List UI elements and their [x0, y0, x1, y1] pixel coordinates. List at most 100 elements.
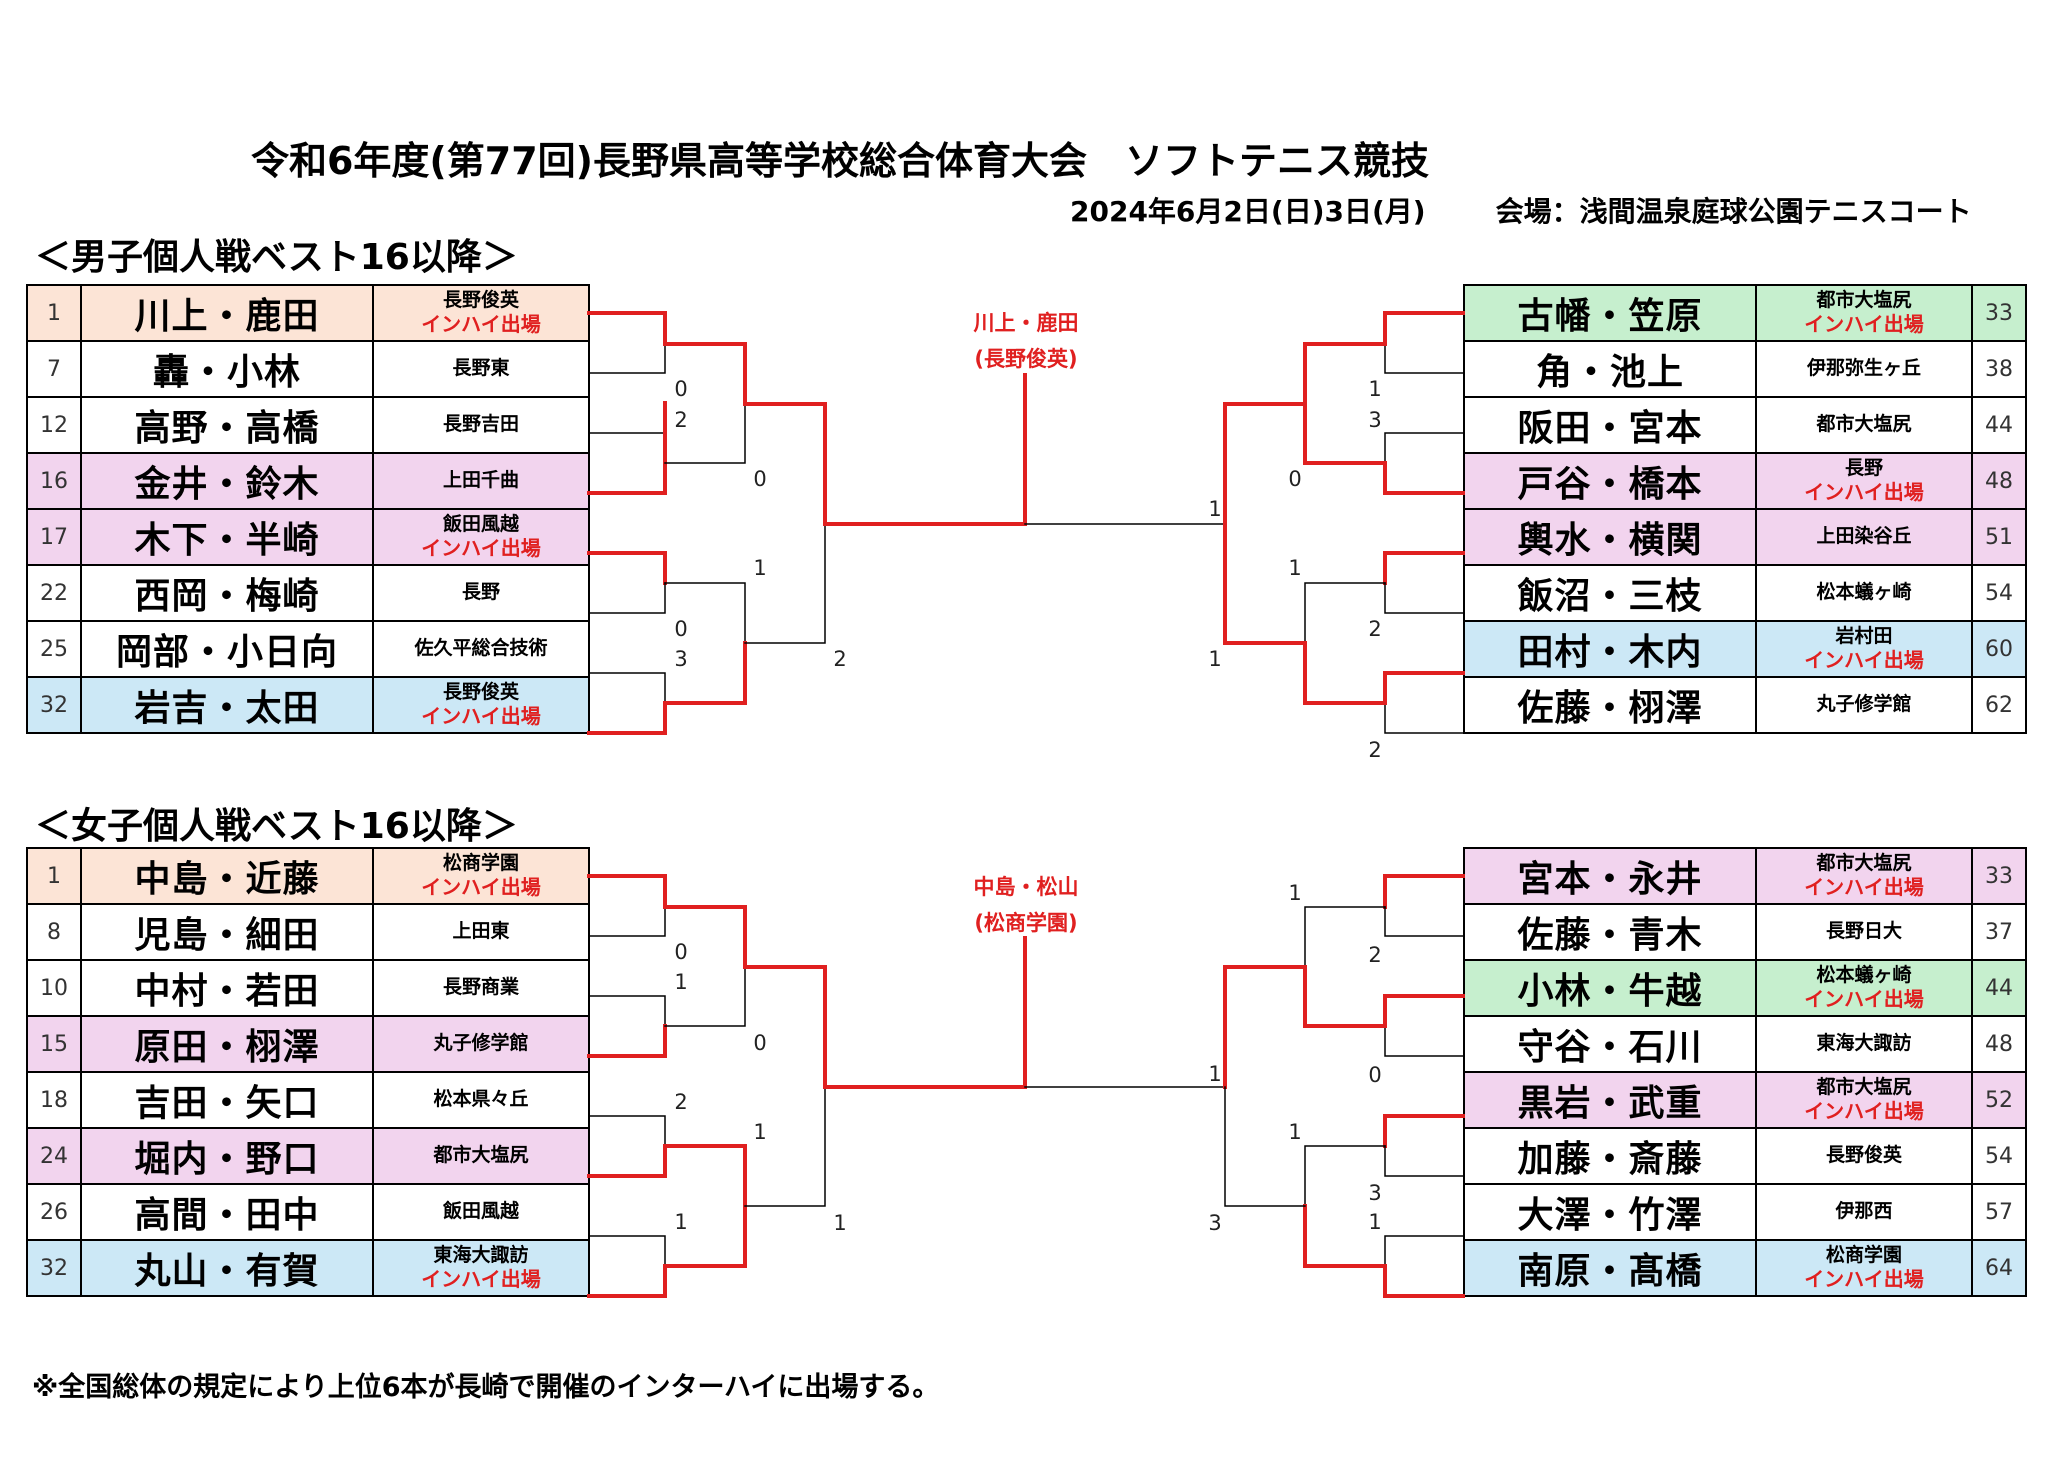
women-right-bracket [1024, 874, 1465, 1298]
school-name: 上田東 [452, 920, 510, 943]
score: 1 [1288, 556, 1301, 580]
score: 3 [1208, 1211, 1221, 1235]
score: 3 [1368, 408, 1381, 432]
school-name: 飯田風越 [442, 512, 519, 535]
school-cell: 飯田風越 [372, 1183, 590, 1241]
pair-name: 吉田・矢口 [80, 1071, 374, 1129]
school-cell: 佐久平総合技術 [372, 620, 590, 678]
men-section-title: ＜男子個人戦ベスト16以降＞ [35, 237, 518, 278]
pair-name: 原田・栩澤 [80, 1015, 374, 1073]
school-name: 上田千曲 [442, 469, 519, 492]
pair-name: 岩吉・太田 [80, 676, 374, 734]
school-cell: 長野東 [372, 340, 590, 398]
school-cell: 松本蟻ヶ崎インハイ出場 [1755, 959, 1973, 1017]
footnote: ※全国総体の規定により上位6本が長崎で開催のインターハイに出場する。 [32, 1372, 940, 1403]
school-name: 長野 [461, 581, 500, 604]
school-cell: 長野吉田 [372, 396, 590, 454]
school-name: 飯田風越 [442, 1200, 519, 1223]
interhigh-badge: インハイ出場 [1804, 875, 1924, 900]
school-cell: 長野 [372, 564, 590, 622]
school-cell: 長野俊英 [1755, 1127, 1973, 1185]
school-cell: 上田東 [372, 903, 590, 961]
score: 1 [1208, 647, 1221, 671]
score: 1 [1368, 377, 1381, 401]
seed-number: 48 [1971, 452, 2027, 510]
school-name: 伊那弥生ヶ丘 [1806, 357, 1921, 380]
pair-name: 岡部・小日向 [80, 620, 374, 678]
seed-number: 54 [1971, 564, 2027, 622]
pair-name: 大澤・竹澤 [1463, 1183, 1757, 1241]
women-section-title: ＜女子個人戦ベスト16以降＞ [35, 806, 518, 847]
pair-name: 児島・細田 [80, 903, 374, 961]
score: 1 [753, 556, 766, 580]
seed-number: 24 [26, 1127, 82, 1185]
school-name: 丸子修学館 [433, 1032, 529, 1055]
seed-number: 44 [1971, 959, 2027, 1017]
pair-name: 守谷・石川 [1463, 1015, 1757, 1073]
school-cell: 都市大塩尻インハイ出場 [1755, 1071, 1973, 1129]
seed-number: 52 [1971, 1071, 2027, 1129]
seed-number: 54 [1971, 1127, 2027, 1185]
score: 1 [1208, 497, 1221, 521]
score: 2 [833, 647, 846, 671]
score: 1 [1368, 1210, 1381, 1234]
school-name: 松本蟻ヶ崎 [1816, 581, 1912, 604]
seed-number: 12 [26, 396, 82, 454]
score: 3 [674, 647, 687, 671]
pair-name: 丸山・有賀 [80, 1239, 374, 1297]
pair-name: 南原・髙橋 [1463, 1239, 1757, 1297]
school-cell: 長野インハイ出場 [1755, 452, 1973, 510]
interhigh-badge: インハイ出場 [421, 875, 541, 900]
seed-number: 18 [26, 1071, 82, 1129]
score: 0 [1288, 467, 1301, 491]
pair-name: 古幡・笠原 [1463, 284, 1757, 342]
seed-number: 8 [26, 903, 82, 961]
score: 1 [833, 1211, 846, 1235]
pair-name: 木下・半崎 [80, 508, 374, 566]
interhigh-badge: インハイ出場 [421, 1267, 541, 1292]
score: 1 [1208, 1062, 1221, 1086]
school-cell: 松商学園インハイ出場 [372, 847, 590, 905]
pair-name: 阪田・宮本 [1463, 396, 1757, 454]
school-name: 岩村田 [1835, 624, 1893, 647]
school-cell: 東海大諏訪 [1755, 1015, 1973, 1073]
seed-number: 62 [1971, 676, 2027, 734]
seed-number: 22 [26, 564, 82, 622]
seed-number: 64 [1971, 1239, 2027, 1297]
seed-number: 10 [26, 959, 82, 1017]
women-left-bracket [587, 874, 1027, 1298]
school-cell: 松商学園インハイ出場 [1755, 1239, 1973, 1297]
interhigh-badge: インハイ出場 [1804, 987, 1924, 1012]
pair-name: 堀内・野口 [80, 1127, 374, 1185]
school-cell: 岩村田インハイ出場 [1755, 620, 1973, 678]
pair-name: 高野・高橋 [80, 396, 374, 454]
school-name: 都市大塩尻 [1816, 851, 1912, 874]
seed-number: 16 [26, 452, 82, 510]
interhigh-badge: インハイ出場 [1804, 480, 1924, 505]
seed-number: 37 [1971, 903, 2027, 961]
seed-number: 57 [1971, 1183, 2027, 1241]
school-name: 都市大塩尻 [1816, 288, 1912, 311]
pair-name: 佐藤・青木 [1463, 903, 1757, 961]
seed-number: 26 [26, 1183, 82, 1241]
school-name: 松本蟻ヶ崎 [1816, 963, 1912, 986]
men-champion-school: (長野俊英) [974, 347, 1078, 371]
school-cell: 松本蟻ヶ崎 [1755, 564, 1973, 622]
score: 0 [674, 377, 687, 401]
school-name: 長野東 [452, 357, 510, 380]
seed-number: 60 [1971, 620, 2027, 678]
